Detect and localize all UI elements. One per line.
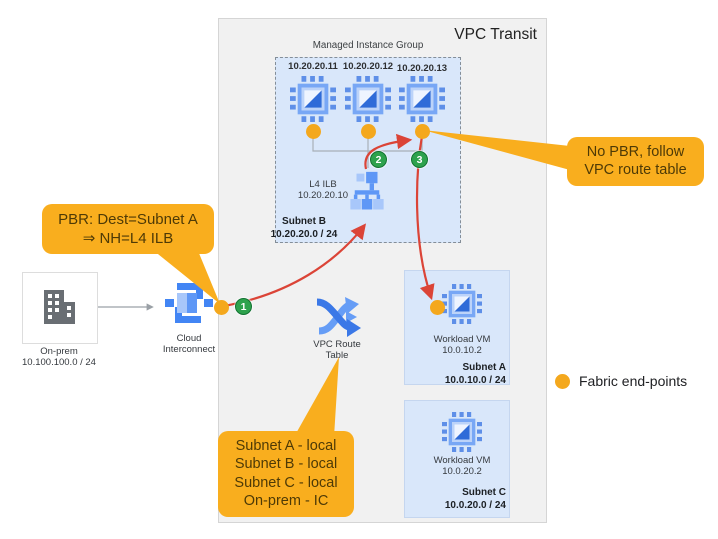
subnet-c-box <box>404 400 510 518</box>
workload-vm-a-icon <box>442 284 482 324</box>
building-icon <box>39 287 79 327</box>
interconnect-label-line1: Cloud <box>176 333 202 344</box>
compute-engine-icon <box>399 76 445 122</box>
fabric-endpoint-dot-vm1 <box>306 124 321 139</box>
workload-vm-a-label: Workload VM 10.0.10.2 <box>417 334 507 357</box>
route-table-label-line1: VPC Route <box>313 339 361 350</box>
ilb-ip: 10.20.20.10 <box>297 190 349 202</box>
workload-vm-a-ip: 10.0.10.2 <box>442 345 482 357</box>
mig-label: Managed Instance Group <box>312 40 424 51</box>
workload-vm-a-name: Workload VM <box>433 334 491 345</box>
routes-callout-line2: Subnet B - local <box>234 456 338 473</box>
workload-vm-c-ip: 10.0.20.2 <box>442 466 482 478</box>
pbr-callout-line2: ⇒ NH=L4 ILB <box>82 230 174 248</box>
compute-engine-icon <box>345 76 391 122</box>
fabric-endpoint-dot-interconnect <box>214 300 229 315</box>
ilb-name: L4 ILB <box>309 179 337 190</box>
cloud-interconnect-icon <box>165 281 213 325</box>
ilb-label: L4 ILB 10.20.20.10 <box>292 179 354 202</box>
pbr-callout-line1: PBR: Dest=Subnet A <box>58 211 198 228</box>
subnet-b-cidr: 10.20.20.0 / 24 <box>270 228 338 240</box>
onprem-name: On-prem <box>40 346 78 357</box>
routes-callout-line1: Subnet A - local <box>235 438 337 454</box>
subnet-a-cidr: 10.0.10.0 / 24 <box>444 374 506 386</box>
onprem-label: On-prem 10.100.100.0 / 24 <box>12 346 106 369</box>
mig-vm3-ip: 10.20.20.13 <box>396 63 448 74</box>
no-pbr-callout-line2: VPC route table <box>584 162 687 179</box>
onprem-cidr: 10.100.100.0 / 24 <box>22 357 96 369</box>
workload-vm-c-name: Workload VM <box>433 455 491 466</box>
routes-callout: Subnet A - local Subnet B - local Subnet… <box>218 431 354 517</box>
hop-marker-1: 1 <box>235 298 252 315</box>
workload-vm-c-label: Workload VM 10.0.20.2 <box>417 455 507 478</box>
subnet-c-name: Subnet C <box>462 487 506 498</box>
fabric-endpoint-dot-vm3 <box>415 124 430 139</box>
vpc-route-table-icon <box>313 292 361 340</box>
mig-vm2-ip: 10.20.20.12 <box>342 61 394 72</box>
subnet-c-cidr: 10.0.20.0 / 24 <box>444 499 506 511</box>
routes-callout-line4: On-prem - IC <box>243 493 329 510</box>
compute-engine-icon <box>290 76 336 122</box>
no-pbr-callout-line1: No PBR, follow <box>586 144 685 160</box>
workload-vm-c-icon <box>442 412 482 452</box>
subnet-a-label: Subnet A 10.0.10.0 / 24 <box>408 362 506 387</box>
no-pbr-callout: No PBR, follow VPC route table <box>567 137 704 186</box>
route-table-label-line2: Table <box>325 350 349 362</box>
hop-marker-3: 3 <box>411 151 428 168</box>
subnet-b-label: Subnet B 10.20.20.0 / 24 <box>266 216 342 241</box>
subnet-c-label: Subnet C 10.0.20.0 / 24 <box>408 487 506 512</box>
subnet-b-name: Subnet B <box>282 216 326 227</box>
routes-callout-line3: Subnet C - local <box>234 474 338 491</box>
fabric-endpoint-dot-vm2 <box>361 124 376 139</box>
legend-dot-icon <box>555 374 570 389</box>
interconnect-label-line2: Interconnect <box>162 344 216 356</box>
mig-vm1-ip: 10.20.20.11 <box>288 61 338 72</box>
interconnect-label: Cloud Interconnect <box>152 333 226 356</box>
fabric-endpoint-dot-workload-a <box>430 300 445 315</box>
legend-label: Fabric end-points <box>579 373 688 389</box>
load-balancer-icon <box>346 169 388 215</box>
route-table-label: VPC Route Table <box>303 339 371 362</box>
page-title: VPC Transit <box>454 26 537 43</box>
pbr-callout: PBR: Dest=Subnet A ⇒ NH=L4 ILB <box>42 204 214 255</box>
hop-marker-2: 2 <box>370 151 387 168</box>
subnet-a-name: Subnet A <box>462 362 506 373</box>
